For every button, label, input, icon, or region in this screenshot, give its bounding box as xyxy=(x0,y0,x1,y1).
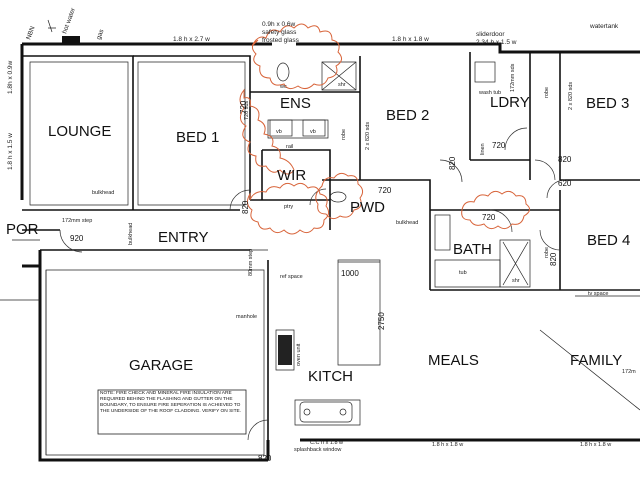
tv-space-label: tv space xyxy=(588,291,608,297)
room-bed1: BED 1 xyxy=(176,129,219,146)
ens-wc-icon xyxy=(276,62,290,82)
ens-basin-right-icon xyxy=(302,119,326,137)
gas-label: gas xyxy=(95,28,105,41)
wc-label: wc xyxy=(279,84,287,90)
room-kitch: KITCH xyxy=(308,368,353,385)
entry-step-label: 80mm step xyxy=(248,249,254,276)
window-lounge-label: 1.8h x 0.9w xyxy=(7,60,14,94)
room-bed4: BED 4 xyxy=(587,232,630,249)
family-window-label: 1.8 h x 1.8 w xyxy=(580,442,611,448)
ens-sds-label: 720 sds xyxy=(244,100,250,120)
wash-tub-icon xyxy=(474,61,496,83)
dim-bed4-door: 820 xyxy=(549,252,558,266)
splashback-label: splashback window xyxy=(294,447,341,453)
dim-garage-door: 820 xyxy=(258,454,272,463)
dim-pwd-door: 720 xyxy=(378,186,392,195)
tub-label: tub xyxy=(459,270,467,276)
bath-shr-label: shr xyxy=(512,278,520,284)
step-label: 172mm step xyxy=(62,218,92,224)
sliderdoor-label: sliderdoor xyxy=(476,31,505,38)
watertank-label: watertank xyxy=(589,23,619,30)
shr-label: shr xyxy=(338,82,346,88)
nbn-label: NBN xyxy=(25,25,36,41)
kitchen-window-label: C.C h x 1.8 w xyxy=(310,440,343,446)
room-meals: MEALS xyxy=(428,352,479,369)
window-bed2-label: 1.8 h x 1.8 w xyxy=(392,36,429,43)
meals-window-label: 1.8 h x 1.8 w xyxy=(432,442,463,448)
room-bath: BATH xyxy=(453,241,492,258)
hot-water-label: hot water xyxy=(61,6,77,34)
bed3-sds-label: 2 x 820 sds xyxy=(568,82,574,110)
sliderdoor-size-label: 2.34 h x 1.5 w xyxy=(476,39,517,46)
oven-unit-icon xyxy=(278,335,292,365)
bed2-sds-label: 2 x 820 sds xyxy=(365,122,371,150)
rail-label: rail xyxy=(286,144,293,150)
dim-bed2-door: 820 xyxy=(448,156,457,170)
dim-1000: 1000 xyxy=(341,269,359,278)
pwd-wc-icon xyxy=(329,191,347,203)
room-labels: LOUNGE BED 1 ENS BED 2 LDRY BED 3 WIR PW… xyxy=(6,94,630,385)
dimension-labels: 720 820 720 820 620 720 920 820 720 820 … xyxy=(70,100,572,463)
robe-bed2-label: robe xyxy=(341,129,347,140)
safety-glass-label-1: 0.9h x 0.6w xyxy=(262,21,296,28)
bulkhead-entry-label: bulkhead xyxy=(128,223,134,245)
bath-vanity-icon xyxy=(434,214,451,251)
room-lounge: LOUNGE xyxy=(48,123,111,140)
kitchen-sink-icon xyxy=(299,401,353,423)
room-garage: GARAGE xyxy=(129,357,193,374)
revision-clouds xyxy=(239,23,530,235)
ldry-sds-label: 172mm sds xyxy=(510,63,516,92)
dim-por-door: 920 xyxy=(70,234,84,243)
safety-glass-label-2: safety glass xyxy=(262,29,297,36)
oven-unit-label: oven unit xyxy=(296,343,302,366)
linen-label: linen xyxy=(480,143,486,155)
robe-bed3-label: robe xyxy=(544,87,550,98)
robe-bed4-label: robe xyxy=(544,247,550,258)
room-ens: ENS xyxy=(280,95,311,112)
ens-basin-left-icon xyxy=(269,119,293,137)
room-bed2: BED 2 xyxy=(386,107,429,124)
dim-bed3-door-b: 620 xyxy=(558,179,572,188)
room-bed3: BED 3 xyxy=(586,95,629,112)
window-side-label: 1.8 h x 1.5 w xyxy=(7,133,14,170)
detail-lines xyxy=(0,61,640,456)
room-por: POR xyxy=(6,221,39,238)
room-pwd: PWD xyxy=(350,199,385,216)
room-ldry: LDRY xyxy=(490,94,530,111)
dim-2750: 2750 xyxy=(377,312,386,330)
fire-note: Note: FIRE CHECK AND MINERAL FIRE INSULA… xyxy=(97,389,247,435)
ref-space-label: ref space xyxy=(280,274,303,280)
interior-walls xyxy=(22,52,640,440)
family-sds-label: 172m xyxy=(622,369,636,375)
dim-bed3-door: 820 xyxy=(558,155,572,164)
door-swings xyxy=(59,127,566,441)
dim-ldry-door: 720 xyxy=(492,141,506,150)
dim-ens-door: 720 xyxy=(239,100,248,114)
room-entry: ENTRY xyxy=(158,229,209,246)
vb-right-label: vb xyxy=(310,129,316,135)
ptry-label: ptry xyxy=(284,204,293,210)
outer-walls xyxy=(20,42,640,462)
vb-left-label: vb xyxy=(276,129,282,135)
dim-wir-door: 820 xyxy=(241,200,250,214)
fire-note-text: Note: FIRE CHECK AND MINERAL FIRE INSULA… xyxy=(100,391,242,414)
bulkhead-hall-label: bulkhead xyxy=(396,220,418,226)
annotations: NBN hot water gas 1.8h x 0.9w 1.8 h x 1.… xyxy=(7,6,636,453)
bulkhead-lounge-label: bulkhead xyxy=(92,190,114,196)
dim-bath-door: 720 xyxy=(482,213,496,222)
wash-tub-label: wash tub xyxy=(478,90,501,96)
safety-glass-label-3: frosted glass xyxy=(262,37,300,44)
hot-water-unit-icon xyxy=(62,36,80,44)
window-bed1-label: 1.8 h x 2.7 w xyxy=(173,36,210,43)
room-family: FAMILY xyxy=(570,352,622,369)
room-wir: WIR xyxy=(277,167,306,184)
manhole-label: manhole xyxy=(236,314,257,320)
fixtures xyxy=(47,19,496,423)
